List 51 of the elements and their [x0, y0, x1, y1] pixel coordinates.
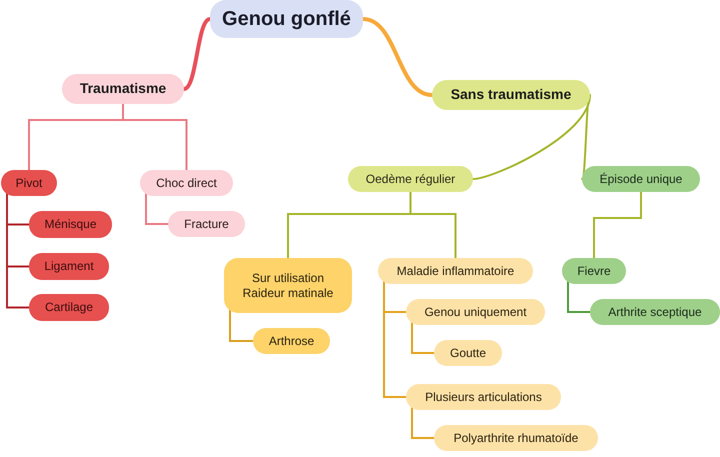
topic-node	[590, 299, 720, 325]
topic-node	[406, 384, 561, 410]
connector-line	[410, 191, 456, 259]
topic-label: Fracture	[184, 216, 229, 232]
topic-node	[29, 211, 112, 238]
topic-node	[210, 0, 363, 38]
connector-line	[182, 17, 212, 91]
topic-label: Goutte	[450, 346, 486, 360]
topic-label: Fievre	[577, 264, 611, 278]
topic-node	[62, 74, 184, 104]
connector-line	[411, 320, 435, 354]
connector-line	[472, 94, 591, 180]
topic-label: Ménisque	[44, 217, 97, 232]
topic-node	[29, 294, 109, 321]
topic-label: Cartilage	[44, 300, 94, 315]
topic-node	[140, 170, 233, 196]
topic-node	[1, 170, 57, 196]
topic-node	[562, 258, 626, 284]
topic-label: Choc direct	[156, 176, 217, 190]
topic-node	[378, 258, 533, 284]
topic-label: Ligament	[44, 259, 94, 274]
topic-label: Traumatisme	[80, 80, 166, 98]
topic-node	[348, 166, 473, 192]
topic-node	[168, 211, 245, 237]
topic-node	[253, 328, 330, 354]
topic-label: Pivot	[16, 176, 42, 190]
connector-line	[581, 94, 591, 180]
topic-label: Épisode unique	[600, 172, 682, 186]
topic-label: Arthrose	[268, 334, 314, 348]
topic-label: Sans traumatisme	[450, 86, 572, 104]
topic-label: Arthrite sceptique	[608, 304, 702, 320]
topic-node	[434, 425, 598, 451]
topic-label: Genou uniquement	[424, 304, 527, 320]
topic-label: Polyarthrite rhumatoïde	[454, 430, 578, 446]
topic-node	[582, 166, 700, 192]
topic-label: Sur utilisation Raideur matinale	[242, 270, 334, 300]
topic-label: Plusieurs articulations	[425, 390, 542, 404]
topic-node	[432, 80, 590, 110]
connector-line	[229, 308, 254, 342]
topic-node	[406, 299, 545, 325]
connector-line	[567, 279, 591, 313]
connector-line	[411, 405, 435, 439]
topic-node	[434, 340, 502, 366]
topic-node	[29, 253, 109, 280]
topic-label: Genou gonflé	[222, 6, 351, 32]
topic-label: Maladie inflammatoire	[396, 264, 514, 278]
connector-line	[593, 191, 642, 259]
topic-label: Oedème régulier	[366, 172, 456, 186]
topic-node	[224, 258, 352, 313]
connector-line	[145, 191, 169, 225]
connector-line	[361, 17, 434, 97]
